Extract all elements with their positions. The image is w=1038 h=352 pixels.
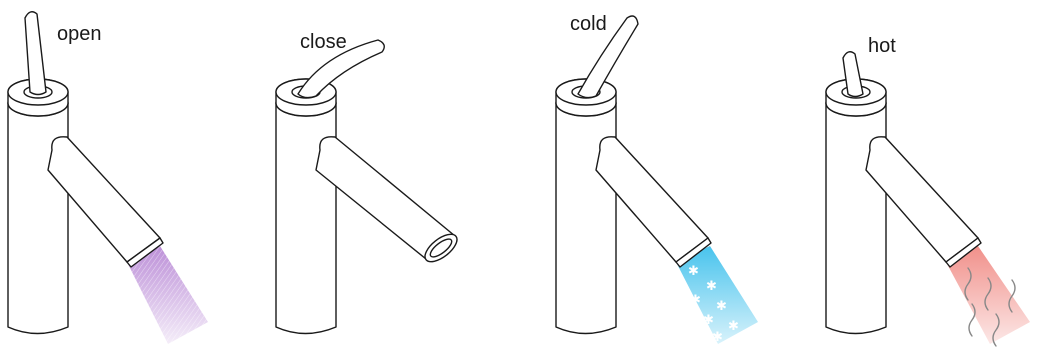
label-hot: hot — [868, 35, 896, 57]
label-close: close — [300, 31, 347, 53]
lever-handle — [24, 11, 47, 96]
spout — [865, 136, 982, 268]
faucet-open: open — [7, 11, 208, 344]
lever-handle — [577, 15, 639, 99]
spout — [595, 136, 712, 268]
faucet-hot: hot — [825, 35, 1030, 347]
svg-text:✱: ✱ — [690, 293, 701, 308]
faucet-cold: ✱ ✱ ✱ ✱ ✱ ✱ ✱ cold — [555, 13, 758, 345]
faucet-close: close — [275, 31, 458, 335]
label-open: open — [57, 23, 102, 45]
water-stream-purple — [127, 246, 208, 344]
svg-text:✱: ✱ — [688, 264, 699, 279]
svg-text:✱: ✱ — [728, 319, 739, 334]
lever-handle — [842, 51, 864, 98]
faucet-body — [825, 78, 887, 335]
svg-text:✱: ✱ — [706, 279, 717, 294]
svg-text:✱: ✱ — [703, 313, 714, 328]
label-cold: cold — [570, 13, 607, 35]
water-stream-red — [946, 246, 1030, 347]
faucet-body — [555, 78, 617, 335]
spout — [315, 136, 458, 263]
faucet-body — [7, 78, 69, 335]
faucet-body — [275, 78, 337, 335]
svg-text:✱: ✱ — [716, 299, 727, 314]
snowflake-icons: ✱ ✱ ✱ ✱ ✱ ✱ ✱ — [688, 264, 739, 345]
lever-handle — [297, 39, 385, 99]
water-stream-blue: ✱ ✱ ✱ ✱ ✱ ✱ ✱ — [676, 246, 758, 345]
steam-icon — [964, 267, 1016, 347]
spout — [47, 136, 164, 268]
svg-text:✱: ✱ — [712, 330, 723, 345]
